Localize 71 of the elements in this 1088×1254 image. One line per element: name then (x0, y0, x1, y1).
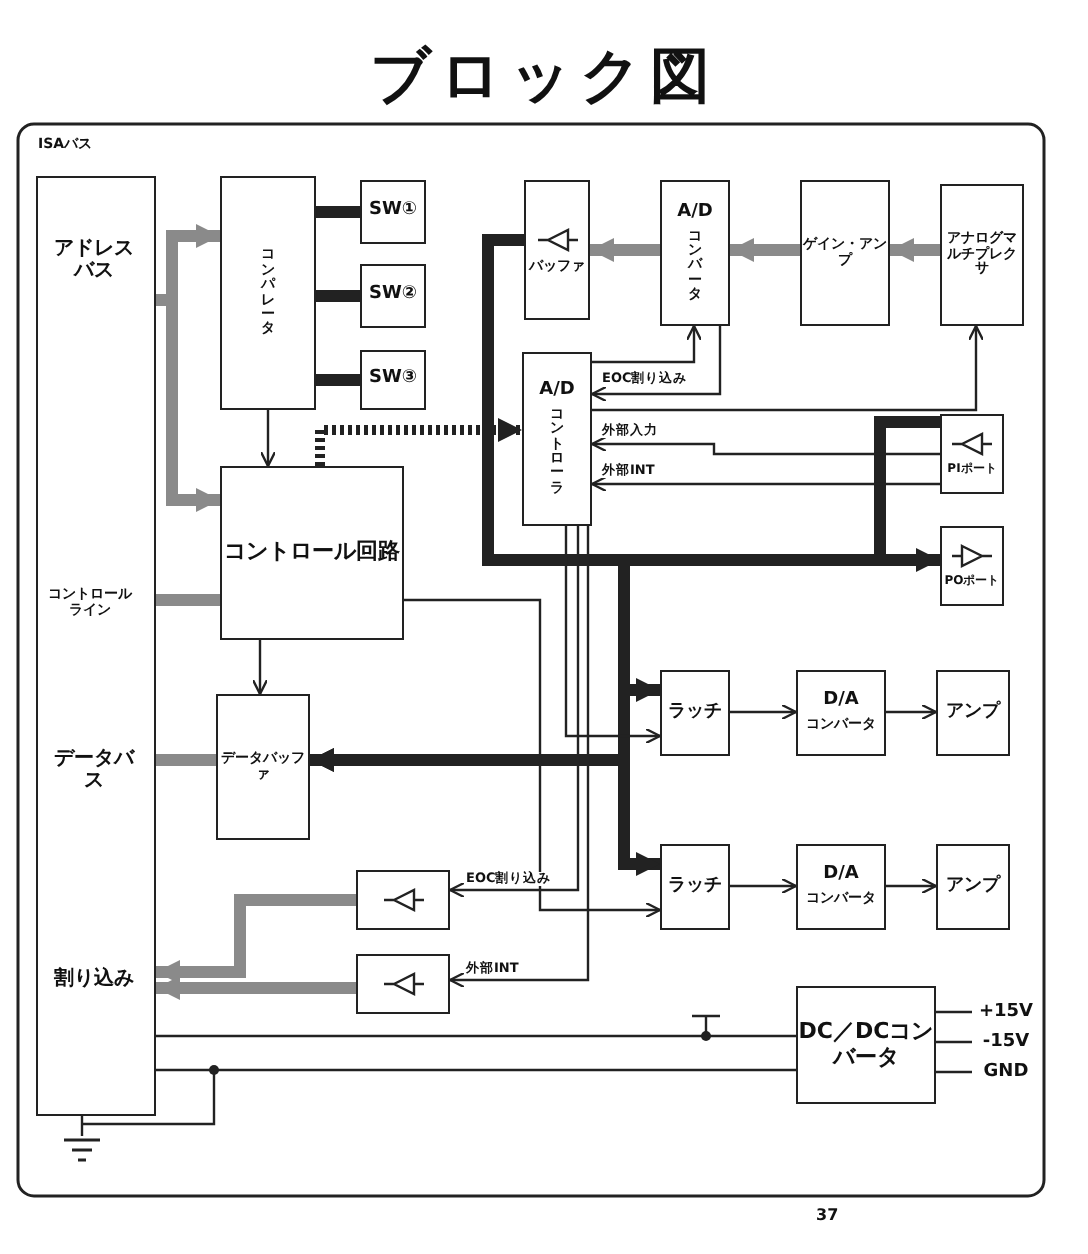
block-box (796, 844, 886, 930)
bus-arrow (730, 238, 800, 262)
block-label: SW① (368, 202, 418, 222)
signal-line (936, 1010, 972, 1014)
signal-line (259, 410, 277, 468)
block-box (360, 350, 426, 410)
block-label: アンプ (946, 877, 1000, 897)
page-number: 37 (816, 1206, 839, 1224)
block-box (940, 414, 1004, 494)
signal-line (592, 324, 985, 412)
block-box (360, 264, 426, 328)
bus-arrow (156, 894, 356, 984)
block-box (660, 844, 730, 930)
block-label: DC／DCコンバータ (798, 1020, 934, 1070)
signal-line (156, 1068, 796, 1072)
bus-name: データバス (52, 748, 137, 792)
block-heading: D/A (823, 866, 859, 887)
signal-line (936, 1040, 972, 1044)
block-box (800, 180, 890, 326)
block-box (522, 352, 592, 526)
bus-arrow (156, 976, 356, 1000)
block-box (220, 466, 404, 640)
block-label: SW③ (368, 370, 418, 390)
signal-line (886, 877, 938, 895)
terminal-label: -15V (982, 1033, 1030, 1053)
block-box (940, 526, 1004, 606)
bus-arrow (590, 238, 660, 262)
block-box (360, 180, 426, 244)
signal-line (590, 326, 722, 403)
block-label: ラッチ (668, 703, 722, 723)
signal-line (936, 1070, 972, 1074)
block-box (796, 986, 936, 1104)
signal-line (590, 475, 940, 493)
block-heading: D/A (823, 692, 859, 713)
signal-line (448, 526, 590, 989)
signal-line (251, 640, 269, 696)
block-label: ラッチ (668, 877, 722, 897)
signal-line (590, 435, 940, 456)
bus-arrow (890, 238, 940, 262)
terminal-label: GND (983, 1063, 1029, 1083)
signal-line (564, 526, 662, 745)
block-label: コントロール回路 (224, 540, 400, 566)
block-box (524, 180, 590, 320)
block-box (660, 670, 730, 756)
block-box (216, 694, 310, 840)
block-label: アンプ (946, 703, 1000, 723)
signal-line (80, 1116, 84, 1136)
title: ブロック図 (368, 40, 720, 116)
signal-line (592, 324, 703, 364)
ground-symbol (60, 1136, 104, 1168)
block-box (936, 844, 1010, 930)
block-box (796, 670, 886, 756)
block-box (220, 176, 316, 410)
signal-line (448, 526, 580, 899)
buffer-box (356, 870, 450, 930)
bus-name: 割り込み (52, 968, 136, 990)
signal-line (730, 703, 798, 721)
terminal-label: +15V (978, 1003, 1034, 1023)
signal-line (730, 877, 798, 895)
signal-line (886, 703, 938, 721)
block-heading: A/D (539, 382, 575, 402)
block-box (940, 184, 1024, 326)
signal-line (156, 1034, 796, 1038)
block-label: SW② (368, 286, 418, 306)
block-heading: A/D (677, 203, 713, 224)
bus-arrow (315, 418, 522, 466)
buffer-box (356, 954, 450, 1014)
signal-line (404, 598, 662, 919)
block-box (660, 180, 730, 326)
block-box (936, 670, 1010, 756)
bus-name: アドレスバス (52, 238, 136, 282)
